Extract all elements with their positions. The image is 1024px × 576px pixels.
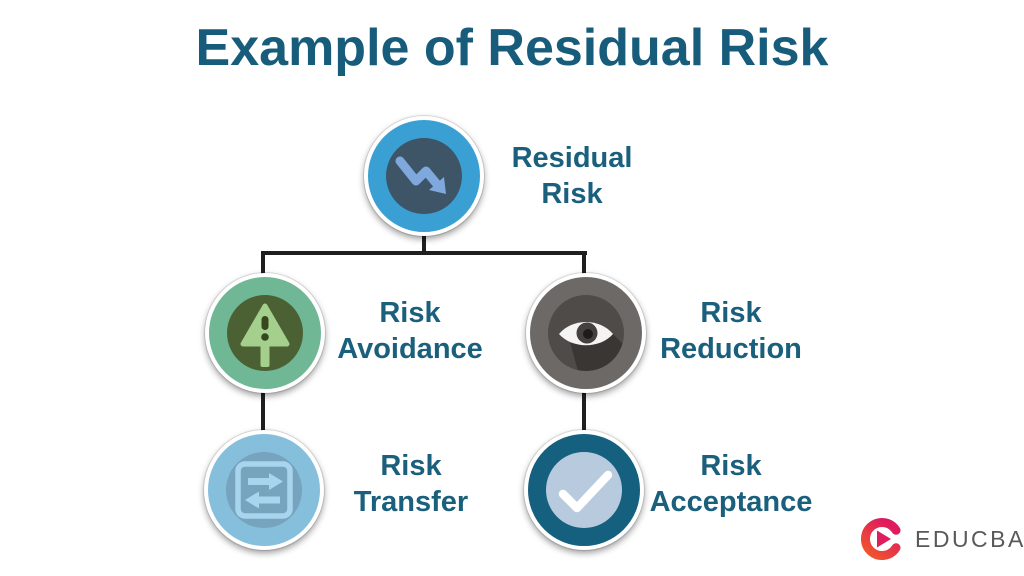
- risk-acceptance-label-line1: Risk: [700, 450, 762, 482]
- risk-transfer-label-line2: Transfer: [353, 486, 469, 518]
- risk-acceptance-label-line2: Acceptance: [649, 486, 813, 518]
- node-risk-acceptance: [524, 430, 644, 550]
- risk-reduction-label-line1: Risk: [700, 297, 762, 329]
- connector-root-stub: [422, 230, 426, 255]
- risk-transfer-label-line1: Risk: [380, 450, 442, 482]
- node-label-risk-avoidance: Risk Avoidance: [300, 295, 520, 367]
- node-risk-reduction-inner: [548, 295, 624, 371]
- node-risk-avoidance: [205, 273, 325, 393]
- connector-avoidance-transfer: [261, 385, 265, 437]
- node-risk-transfer: [204, 430, 324, 550]
- node-risk-transfer-inner: [226, 452, 302, 528]
- connector-drop-reduction: [582, 251, 586, 285]
- node-risk-reduction: [526, 273, 646, 393]
- trend-down-arrow-icon: [395, 156, 446, 194]
- educba-logo-mark-icon: [861, 518, 901, 560]
- node-risk-avoidance-inner: [227, 295, 303, 371]
- page-title: Example of Residual Risk: [195, 19, 829, 77]
- node-residual-risk: [364, 116, 484, 236]
- node-label-residual-risk: Residual Risk: [462, 140, 682, 212]
- educba-logo: EDUCBA: [858, 513, 1024, 565]
- risk-reduction-label-line2: Reduction: [660, 333, 802, 365]
- eye-icon: [559, 322, 624, 371]
- residual-risk-label-line1: Residual: [511, 142, 633, 174]
- risk-avoidance-label-line2: Avoidance: [337, 333, 483, 365]
- node-label-risk-transfer: Risk Transfer: [301, 448, 521, 520]
- educba-logo-text: EDUCBA: [915, 525, 1024, 552]
- connector-horizontal: [261, 251, 587, 255]
- warning-sign-icon: [240, 303, 290, 367]
- residual-risk-label-line2: Risk: [541, 178, 603, 210]
- transfer-arrows-icon: [235, 461, 293, 519]
- checkmark-icon: [558, 470, 613, 513]
- connector-drop-avoidance: [261, 251, 265, 285]
- node-label-risk-acceptance: Risk Acceptance: [621, 448, 841, 520]
- connector-reduction-acceptance: [582, 385, 586, 437]
- risk-avoidance-label-line1: Risk: [379, 297, 441, 329]
- node-residual-risk-inner: [386, 138, 462, 214]
- node-risk-acceptance-inner: [546, 452, 622, 528]
- node-label-risk-reduction: Risk Reduction: [621, 295, 841, 367]
